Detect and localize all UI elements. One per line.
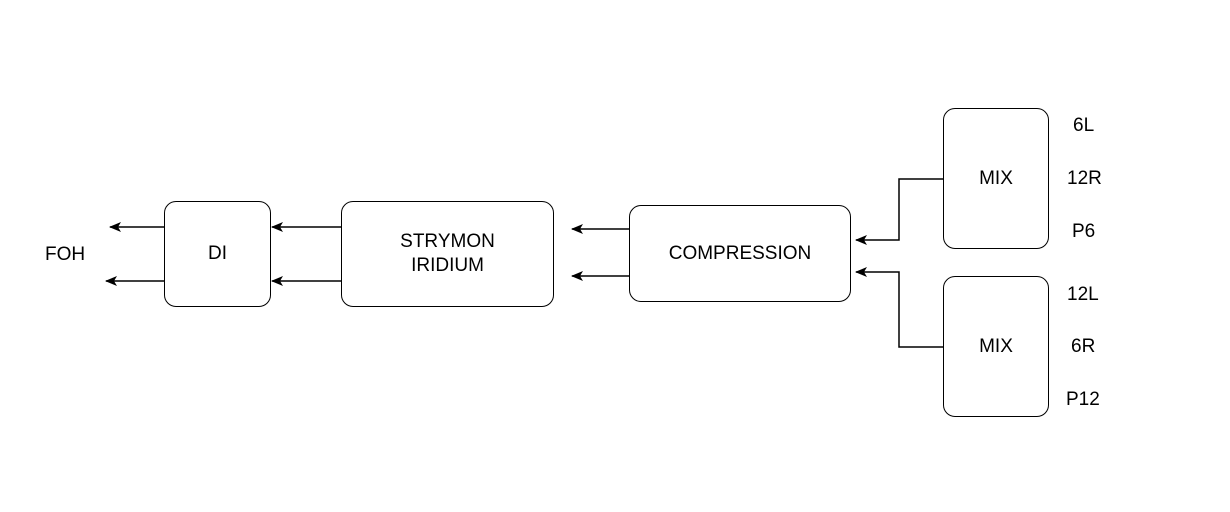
mix-top-input-3: P6: [1072, 221, 1096, 242]
strymon-iridium-block: STRYMON IRIDIUM: [341, 201, 554, 307]
mix-bottom-input-1: 12L: [1067, 284, 1099, 305]
mix-bottom-input-2: 6R: [1071, 336, 1096, 357]
compression-block: COMPRESSION: [629, 205, 851, 302]
mix-bottom-block: MIX: [943, 276, 1049, 417]
strymon-label-line1: STRYMON: [400, 231, 495, 252]
arrow-mix-bottom-to-compression: [855, 267, 943, 348]
mix-bottom-input-3: P12: [1066, 389, 1100, 410]
compression-label: COMPRESSION: [668, 242, 812, 264]
mix-top-input-1: 6L: [1073, 115, 1095, 136]
di-block: DI: [164, 201, 271, 307]
mix-bottom-label: MIX: [979, 335, 1013, 357]
mix-top-block: MIX: [943, 108, 1049, 249]
strymon-label-line2: IRIDIUM: [411, 255, 484, 276]
di-label: DI: [208, 243, 227, 264]
mix-top-input-2: 12R: [1067, 168, 1102, 189]
arrow-mix-top-to-compression: [855, 178, 943, 245]
mix-top-label: MIX: [979, 167, 1013, 189]
foh-label: FOH: [45, 244, 86, 265]
